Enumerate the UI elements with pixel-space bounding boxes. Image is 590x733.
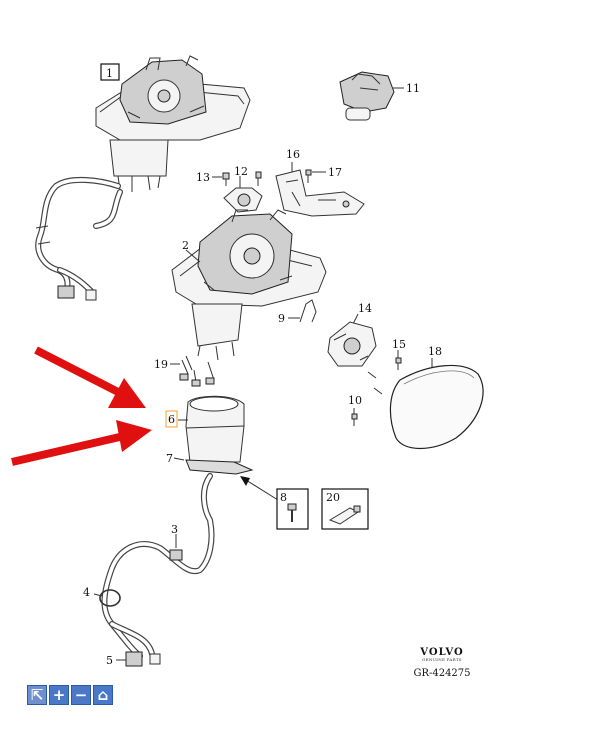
callout-18: 18 bbox=[428, 345, 442, 358]
part-9-spring[interactable] bbox=[288, 299, 317, 323]
red-arrow-upper bbox=[34, 346, 146, 408]
select-tool-button[interactable]: ⇱ bbox=[27, 685, 47, 705]
callout-7: 7 bbox=[166, 452, 173, 465]
brand-name: VOLVO bbox=[420, 647, 464, 658]
part-17-screw[interactable] bbox=[305, 169, 326, 183]
callout-14: 14 bbox=[358, 302, 372, 315]
part-6-mounting-base[interactable] bbox=[185, 395, 245, 463]
callout-1: 1 bbox=[106, 67, 113, 80]
callout-8: 8 bbox=[280, 491, 287, 504]
highlight-box-6 bbox=[165, 410, 178, 428]
part-20-box[interactable] bbox=[321, 488, 369, 530]
callout-15: 15 bbox=[392, 338, 406, 351]
part-12-clip[interactable] bbox=[223, 171, 263, 213]
part-15-screw[interactable] bbox=[367, 350, 402, 395]
part-14-actuator[interactable] bbox=[327, 313, 377, 367]
part-19-bolts[interactable] bbox=[170, 355, 215, 387]
red-arrow-lower bbox=[11, 420, 152, 466]
diagram-code: GR-424275 bbox=[413, 668, 471, 679]
callout-11: 11 bbox=[406, 82, 420, 95]
callout-6: 6 bbox=[168, 413, 175, 426]
callout-20: 20 bbox=[326, 491, 340, 504]
part-10-screw[interactable] bbox=[351, 408, 358, 426]
callout-3: 3 bbox=[171, 523, 178, 536]
viewer-toolbar: ⇱ + − ⌂ bbox=[27, 685, 113, 705]
callout-5: 5 bbox=[106, 654, 113, 667]
home-button[interactable]: ⌂ bbox=[93, 685, 113, 705]
part-13-screw[interactable] bbox=[212, 172, 230, 186]
callout-13: 13 bbox=[196, 171, 210, 184]
plus-icon: + bbox=[52, 685, 66, 704]
cursor-icon: ⇱ bbox=[30, 685, 44, 704]
minus-icon: − bbox=[74, 685, 88, 704]
brand-subtitle: GENUINE PARTS bbox=[422, 657, 462, 662]
part-16-bracket[interactable] bbox=[275, 162, 365, 217]
volvo-brand-block: VOLVO GENUINE PARTS GR-424275 bbox=[413, 647, 471, 679]
callout-2: 2 bbox=[182, 239, 189, 252]
pointer-arrow-8 bbox=[240, 476, 279, 501]
part-8-box[interactable] bbox=[276, 488, 309, 530]
zoom-out-button[interactable]: − bbox=[71, 685, 91, 705]
upper-cable-harness bbox=[35, 176, 123, 301]
lower-cable-harness bbox=[93, 473, 215, 667]
callout-12: 12 bbox=[234, 165, 248, 178]
callout-17: 17 bbox=[328, 166, 342, 179]
callout-10: 10 bbox=[348, 394, 362, 407]
zoom-in-button[interactable]: + bbox=[49, 685, 69, 705]
callout-19: 19 bbox=[154, 358, 168, 371]
part-11-motor[interactable] bbox=[339, 71, 404, 121]
callout-16: 16 bbox=[286, 148, 300, 161]
part-1-housing-assembly[interactable] bbox=[95, 55, 251, 192]
home-icon: ⌂ bbox=[97, 685, 109, 704]
callout-4: 4 bbox=[83, 586, 90, 599]
part-18-mirror-glass[interactable] bbox=[389, 358, 484, 449]
callout-9: 9 bbox=[278, 312, 285, 325]
part-2-mirror-housing[interactable] bbox=[171, 209, 327, 361]
callout-box-1 bbox=[100, 63, 120, 81]
part-7-gasket[interactable] bbox=[173, 457, 254, 475]
